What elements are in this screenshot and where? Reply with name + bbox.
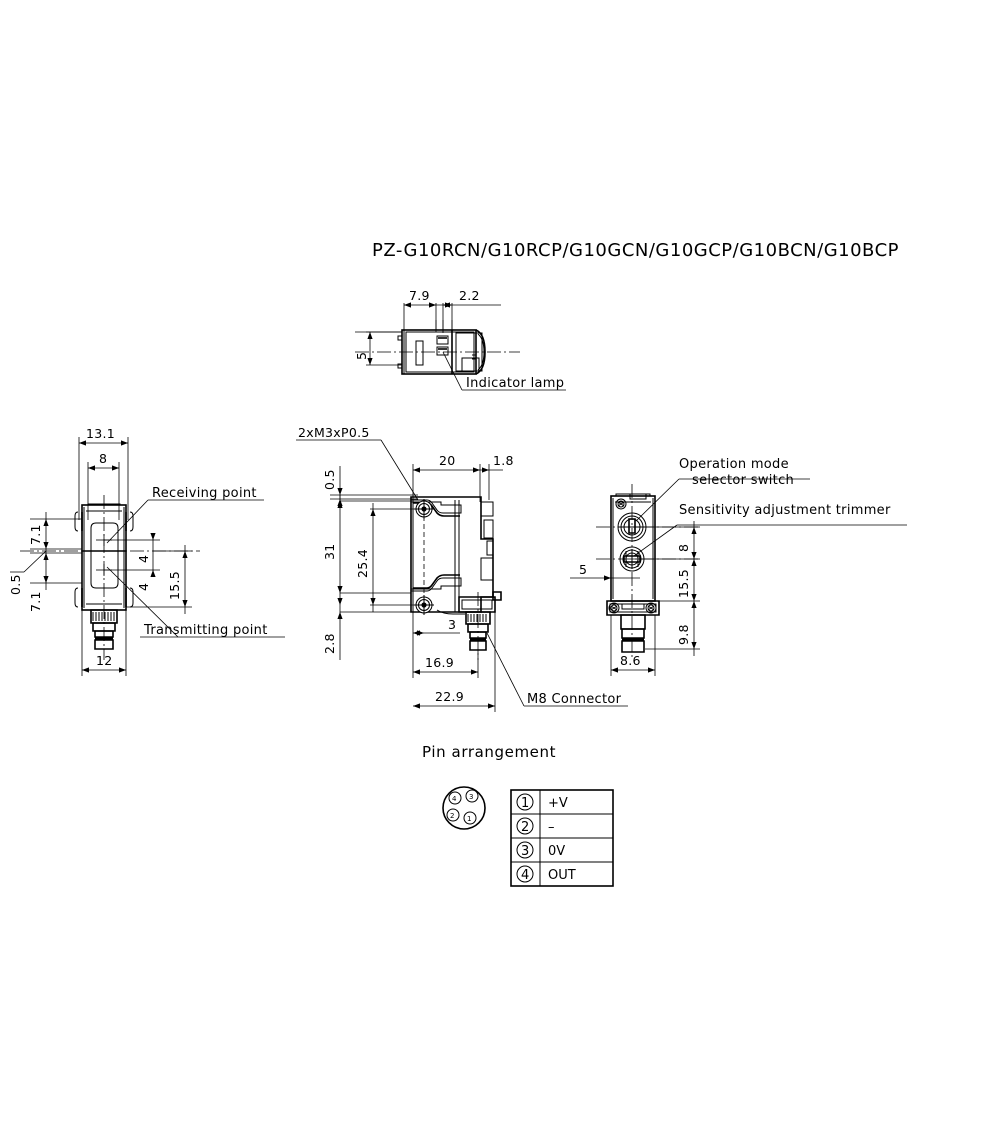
dim-8-front: 8 [87, 451, 120, 520]
callout-m8-connector: M8 Connector [486, 632, 628, 707]
dim-value: 8 [676, 544, 691, 552]
pin-signal: 0V [548, 844, 565, 859]
dim-4-4: 4 4 [104, 533, 160, 591]
dim-value: 4 [136, 583, 151, 591]
dim-value: 3 [448, 617, 456, 632]
dim-12: 12 [81, 610, 127, 676]
dim-value: 5 [579, 562, 587, 577]
callout-label: Operation mode [679, 457, 789, 472]
pin-circle-number: 1 [467, 815, 471, 823]
pin-signal: +V [548, 796, 568, 811]
dim-20: 20 [412, 453, 481, 502]
pin-number: 2 [521, 820, 529, 835]
callout-label: M8 Connector [527, 692, 622, 707]
dim-value: 8.6 [620, 653, 641, 668]
dim-7.9: 7.9 [403, 288, 437, 330]
dim-stack-front-left: 7.1 7.1 0.5 [8, 512, 82, 612]
pin-number: 4 [521, 868, 529, 883]
callout-label: Transmitting point [143, 623, 268, 638]
callout-label: selector switch [692, 473, 794, 488]
dim-8.6: 8.6 [610, 615, 656, 676]
dim-value: 20 [439, 453, 456, 468]
pin-number: 3 [521, 844, 529, 859]
dim-stack-rear-right: 8 15.5 9.8 [632, 521, 700, 656]
front-view: 13.1 8 [8, 426, 285, 676]
dim-22.9: 22.9 [413, 612, 496, 712]
dim-2.8: 2.8 [322, 598, 411, 660]
dim-value: 7.9 [409, 288, 430, 303]
table-row: 1 +V [516, 793, 568, 811]
dim-value: 13.1 [86, 426, 115, 441]
page-title: PZ-G10RCN/G10RCP/G10GCN/G10GCP/G10BCN/G1… [372, 240, 899, 261]
dim-value: 2.8 [322, 633, 337, 654]
pin-arrangement-title: Pin arrangement [422, 743, 556, 761]
callout-sensitivity-trimmer: Sensitivity adjustment trimmer [633, 503, 907, 557]
dim-value: 15.5 [676, 569, 691, 598]
dim-0.5-side: 0.5 [322, 466, 418, 506]
dim-13.1: 13.1 [78, 426, 129, 520]
callout-label: Indicator lamp [466, 376, 564, 391]
dim-15.5-front: 15.5 [126, 545, 192, 614]
pin-circle-number: 4 [452, 795, 457, 803]
callout-operation-mode-switch: Operation mode selector switch [635, 457, 810, 522]
pin-arrangement-section: Pin arrangement 4 3 2 1 1 +V [422, 743, 614, 887]
table-row: 3 0V [516, 841, 565, 859]
dim-value: 2.2 [459, 288, 480, 303]
pin-table: 1 +V 2 – 3 0V 4 OUT [510, 789, 614, 887]
dim-value: 0.5 [322, 469, 337, 490]
side-view: 2xM3xP0.5 0.5 20 1.8 [296, 425, 628, 712]
pin-circle-number: 3 [469, 793, 473, 801]
dim-value: 16.9 [425, 655, 454, 670]
dim-value: 1.8 [493, 453, 514, 468]
dim-value: 25.4 [355, 549, 370, 578]
dim-16.9: 16.9 [412, 612, 479, 678]
dim-value: 8 [99, 451, 107, 466]
table-row: 4 OUT [516, 865, 576, 883]
pin-connector-diagram: 4 3 2 1 [442, 786, 486, 830]
dim-value: 9.8 [676, 624, 691, 645]
dim-value: 31 [322, 543, 337, 560]
dim-value: 5 [354, 352, 369, 360]
table-row: 2 – [516, 817, 555, 835]
rear-view: Operation mode selector switch Sensitivi… [570, 457, 907, 676]
callout-receiving-point: Receiving point [106, 486, 264, 544]
dim-25.4: 25.4 [355, 503, 418, 612]
callout-transmitting-point: Transmitting point [106, 566, 285, 638]
callout-indicator-lamp: Indicator lamp [442, 351, 566, 391]
pin-signal: – [548, 820, 555, 835]
callout-label: Sensitivity adjustment trimmer [679, 503, 891, 518]
dim-value: 7.1 [28, 524, 43, 545]
pin-number: 1 [521, 796, 529, 811]
dim-value: 12 [96, 653, 113, 668]
dim-5-top: 5 [354, 331, 402, 366]
dim-3: 3 [413, 617, 460, 636]
dim-value: 22.9 [435, 689, 464, 704]
dim-31: 31 [322, 495, 411, 600]
pin-circle-number: 2 [450, 812, 454, 820]
dim-value: 4 [136, 555, 151, 563]
dim-value: 7.1 [28, 591, 43, 612]
callout-label: Receiving point [152, 486, 257, 501]
dim-value: 15.5 [167, 571, 182, 600]
dim-value: 0.5 [8, 574, 23, 595]
dim-2.2: 2.2 [434, 288, 501, 333]
dim-1.8: 1.8 [480, 453, 514, 500]
pin-signal: OUT [548, 868, 576, 883]
dim-5-rear: 5 [570, 562, 640, 581]
callout-2xM3xP0.5: 2xM3xP0.5 [296, 425, 419, 501]
top-view: 7.9 2.2 5 [354, 288, 566, 391]
callout-label: 2xM3xP0.5 [298, 425, 370, 440]
